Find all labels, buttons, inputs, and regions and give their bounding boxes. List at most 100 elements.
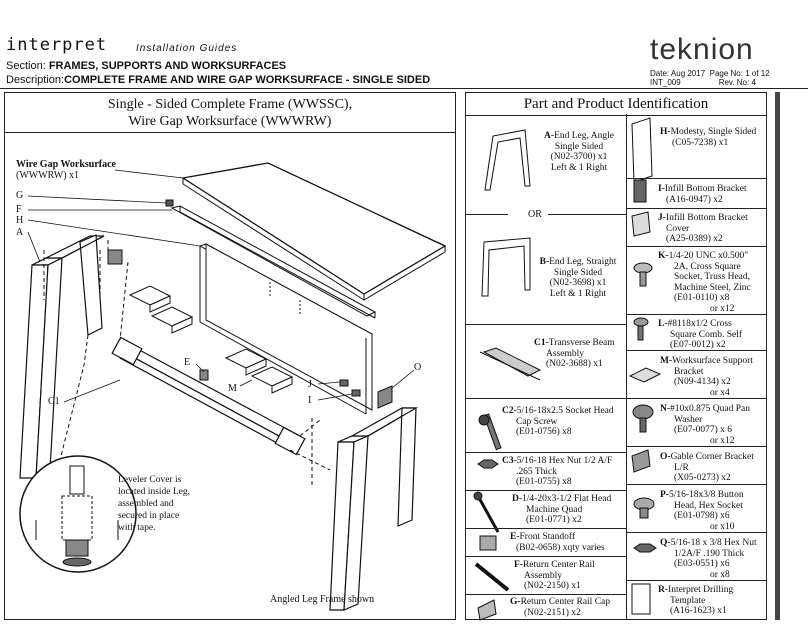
part-code: O- <box>660 452 671 462</box>
part-code: M- <box>660 356 673 366</box>
front-standoff <box>199 369 209 381</box>
part-line: (N02-2150) x1 <box>524 581 581 591</box>
part-line: (B02-0658) xqty varies <box>516 542 605 553</box>
assembly-title-line1: Single - Sided Complete Frame (WWSSC), <box>107 97 353 112</box>
assembly-title-line2: Wire Gap Worksurface (WWWRW) <box>128 114 332 129</box>
row-rule <box>626 398 766 399</box>
section-value: FRAMES, SUPPORTS AND WORKSURFACES <box>48 60 287 72</box>
part-line: 1/4-20x3-1/2 Flat Head <box>522 494 612 504</box>
part-code: B- <box>539 257 550 267</box>
part-r: R-Interpret Drilling Template (A16-1623)… <box>658 585 733 617</box>
part-line: (N02-3688) x1 <box>546 359 603 369</box>
part-code: F- <box>514 560 523 570</box>
part-line: (E03-0551) x6 <box>674 559 730 569</box>
part-n: N-#10x0.875 Quad Pan Washer (E07-0077) x… <box>660 404 750 446</box>
part-line: 5/16-18x3/8 Button <box>668 490 744 500</box>
support-brackets <box>128 285 294 394</box>
transverse-beam <box>111 336 306 456</box>
part-line: or x8 <box>710 569 730 580</box>
part-m: M-Worksurface Support Bracket (N09-4134)… <box>660 356 753 398</box>
part-h: H-Modesty, Single Sided (C05-7238) x1 <box>660 127 756 148</box>
part-line: #8118x1/2 Cross <box>667 319 732 329</box>
callout-h: H <box>16 215 24 226</box>
callout-g: G <box>16 190 24 201</box>
part-p: P-5/16-18x3/8 Button Head, Hex Socket (E… <box>660 490 744 532</box>
part-line: Left & 1 Right <box>550 162 608 173</box>
row-rule <box>626 314 766 315</box>
part-line: Return Center Rail <box>522 560 595 570</box>
section-line: Section: FRAMES, SUPPORTS AND WORKSURFAC… <box>6 60 286 72</box>
part-line: L/R <box>674 462 689 473</box>
part-line: (X05-0273) x2 <box>674 473 731 483</box>
part-code: J- <box>658 213 666 223</box>
part-line: (E07-0012) x2 <box>670 340 726 350</box>
part-f: F-Return Center Rail Assembly (N02-2150)… <box>514 560 595 592</box>
leveler-note: Leveler Cover is located inside Leg, ass… <box>118 474 190 534</box>
row-rule <box>626 532 766 533</box>
part-line: (C05-7238) x1 <box>672 137 729 148</box>
edge-strip <box>775 92 780 620</box>
part-line: (E01-0756) x8 <box>516 427 572 437</box>
callout-e: E <box>184 357 191 368</box>
part-line: (A16-1623) x1 <box>670 606 727 616</box>
part-code: D- <box>512 494 523 504</box>
row-rule <box>626 208 766 209</box>
part-line: Cover <box>666 223 690 234</box>
footer-note: Angled Leg Frame shown <box>270 594 375 605</box>
part-line: or x4 <box>710 387 730 398</box>
row-rule <box>626 446 766 447</box>
part-line: 5/16-18 Hex Nut 1/2 A/F <box>516 456 613 466</box>
part-code: P- <box>660 490 669 500</box>
teknion-logo: teknion <box>650 33 754 66</box>
part-code: N- <box>660 404 671 414</box>
part-code: L- <box>658 319 668 329</box>
row-rule <box>626 246 766 247</box>
part-line: #10x0.875 Quad Pan <box>670 404 750 414</box>
part-line: 1/4-20 UNC x0.500" <box>668 251 749 261</box>
part-line: (N02-2151) x2 <box>524 607 581 618</box>
part-d: D-1/4-20x3-1/2 Flat Head Machine Quad (E… <box>512 494 611 526</box>
row-rule <box>626 484 766 485</box>
wire-gap-label: Wire Gap Worksurface <box>16 159 116 170</box>
part-o: O-Gable Corner Bracket L/R (X05-0273) x2 <box>660 452 754 484</box>
part-code: H- <box>660 127 671 137</box>
row-rule <box>466 556 626 557</box>
column-divider <box>626 114 627 620</box>
doc-date: Date: Aug 2017 <box>650 69 706 78</box>
parts-panel: Part and Product Identification <box>465 92 767 620</box>
part-line: Left & 1 Right <box>549 288 607 299</box>
row-rule <box>466 398 626 399</box>
part-a: A-End Leg, Angle Single Sided (N02-3700)… <box>538 131 620 173</box>
part-g: G-Return Center Rail Cap (N02-2151) x2 <box>510 597 610 618</box>
part-line: or x12 <box>710 303 735 314</box>
part-line: Interpret Drilling <box>668 585 734 595</box>
part-line: 5/16-18x2.5 Socket Head <box>516 406 614 416</box>
part-line: (E01-0798) x6 <box>674 511 730 521</box>
callout-i: I <box>308 395 312 406</box>
part-line: Machine Quad <box>526 504 583 515</box>
part-line: Single Sided <box>554 141 604 152</box>
part-line: Transverse Beam <box>548 338 615 348</box>
part-i: I-Infill Bottom Bracket (A16-0947) x2 <box>658 184 747 205</box>
part-code: C1- <box>534 338 549 348</box>
part-line: 2A, Cross Square <box>674 261 741 272</box>
description-value: COMPLETE FRAME AND WIRE GAP WORKSURFACE … <box>64 74 431 86</box>
row-rule <box>626 580 766 581</box>
part-line: Washer <box>674 414 703 425</box>
or-rule-left <box>466 214 508 215</box>
part-code: G- <box>510 597 521 607</box>
part-line: Machine Steel, Zinc <box>674 282 751 293</box>
part-line: Single Sided <box>553 267 603 278</box>
part-line: Infill Bottom Bracket <box>665 213 748 223</box>
part-line: or x10 <box>710 521 735 532</box>
row-rule <box>466 490 626 491</box>
description-line: Description:COMPLETE FRAME AND WIRE GAP … <box>6 74 430 86</box>
part-l: L-#8118x1/2 Cross Square Comb. Self (E07… <box>658 319 742 351</box>
gable-bracket <box>377 385 393 409</box>
doc-page: Page No: 1 of 12 <box>709 69 770 78</box>
part-code: K- <box>658 251 669 261</box>
part-code: I- <box>658 184 665 194</box>
callout-c1: C1 <box>48 396 60 407</box>
